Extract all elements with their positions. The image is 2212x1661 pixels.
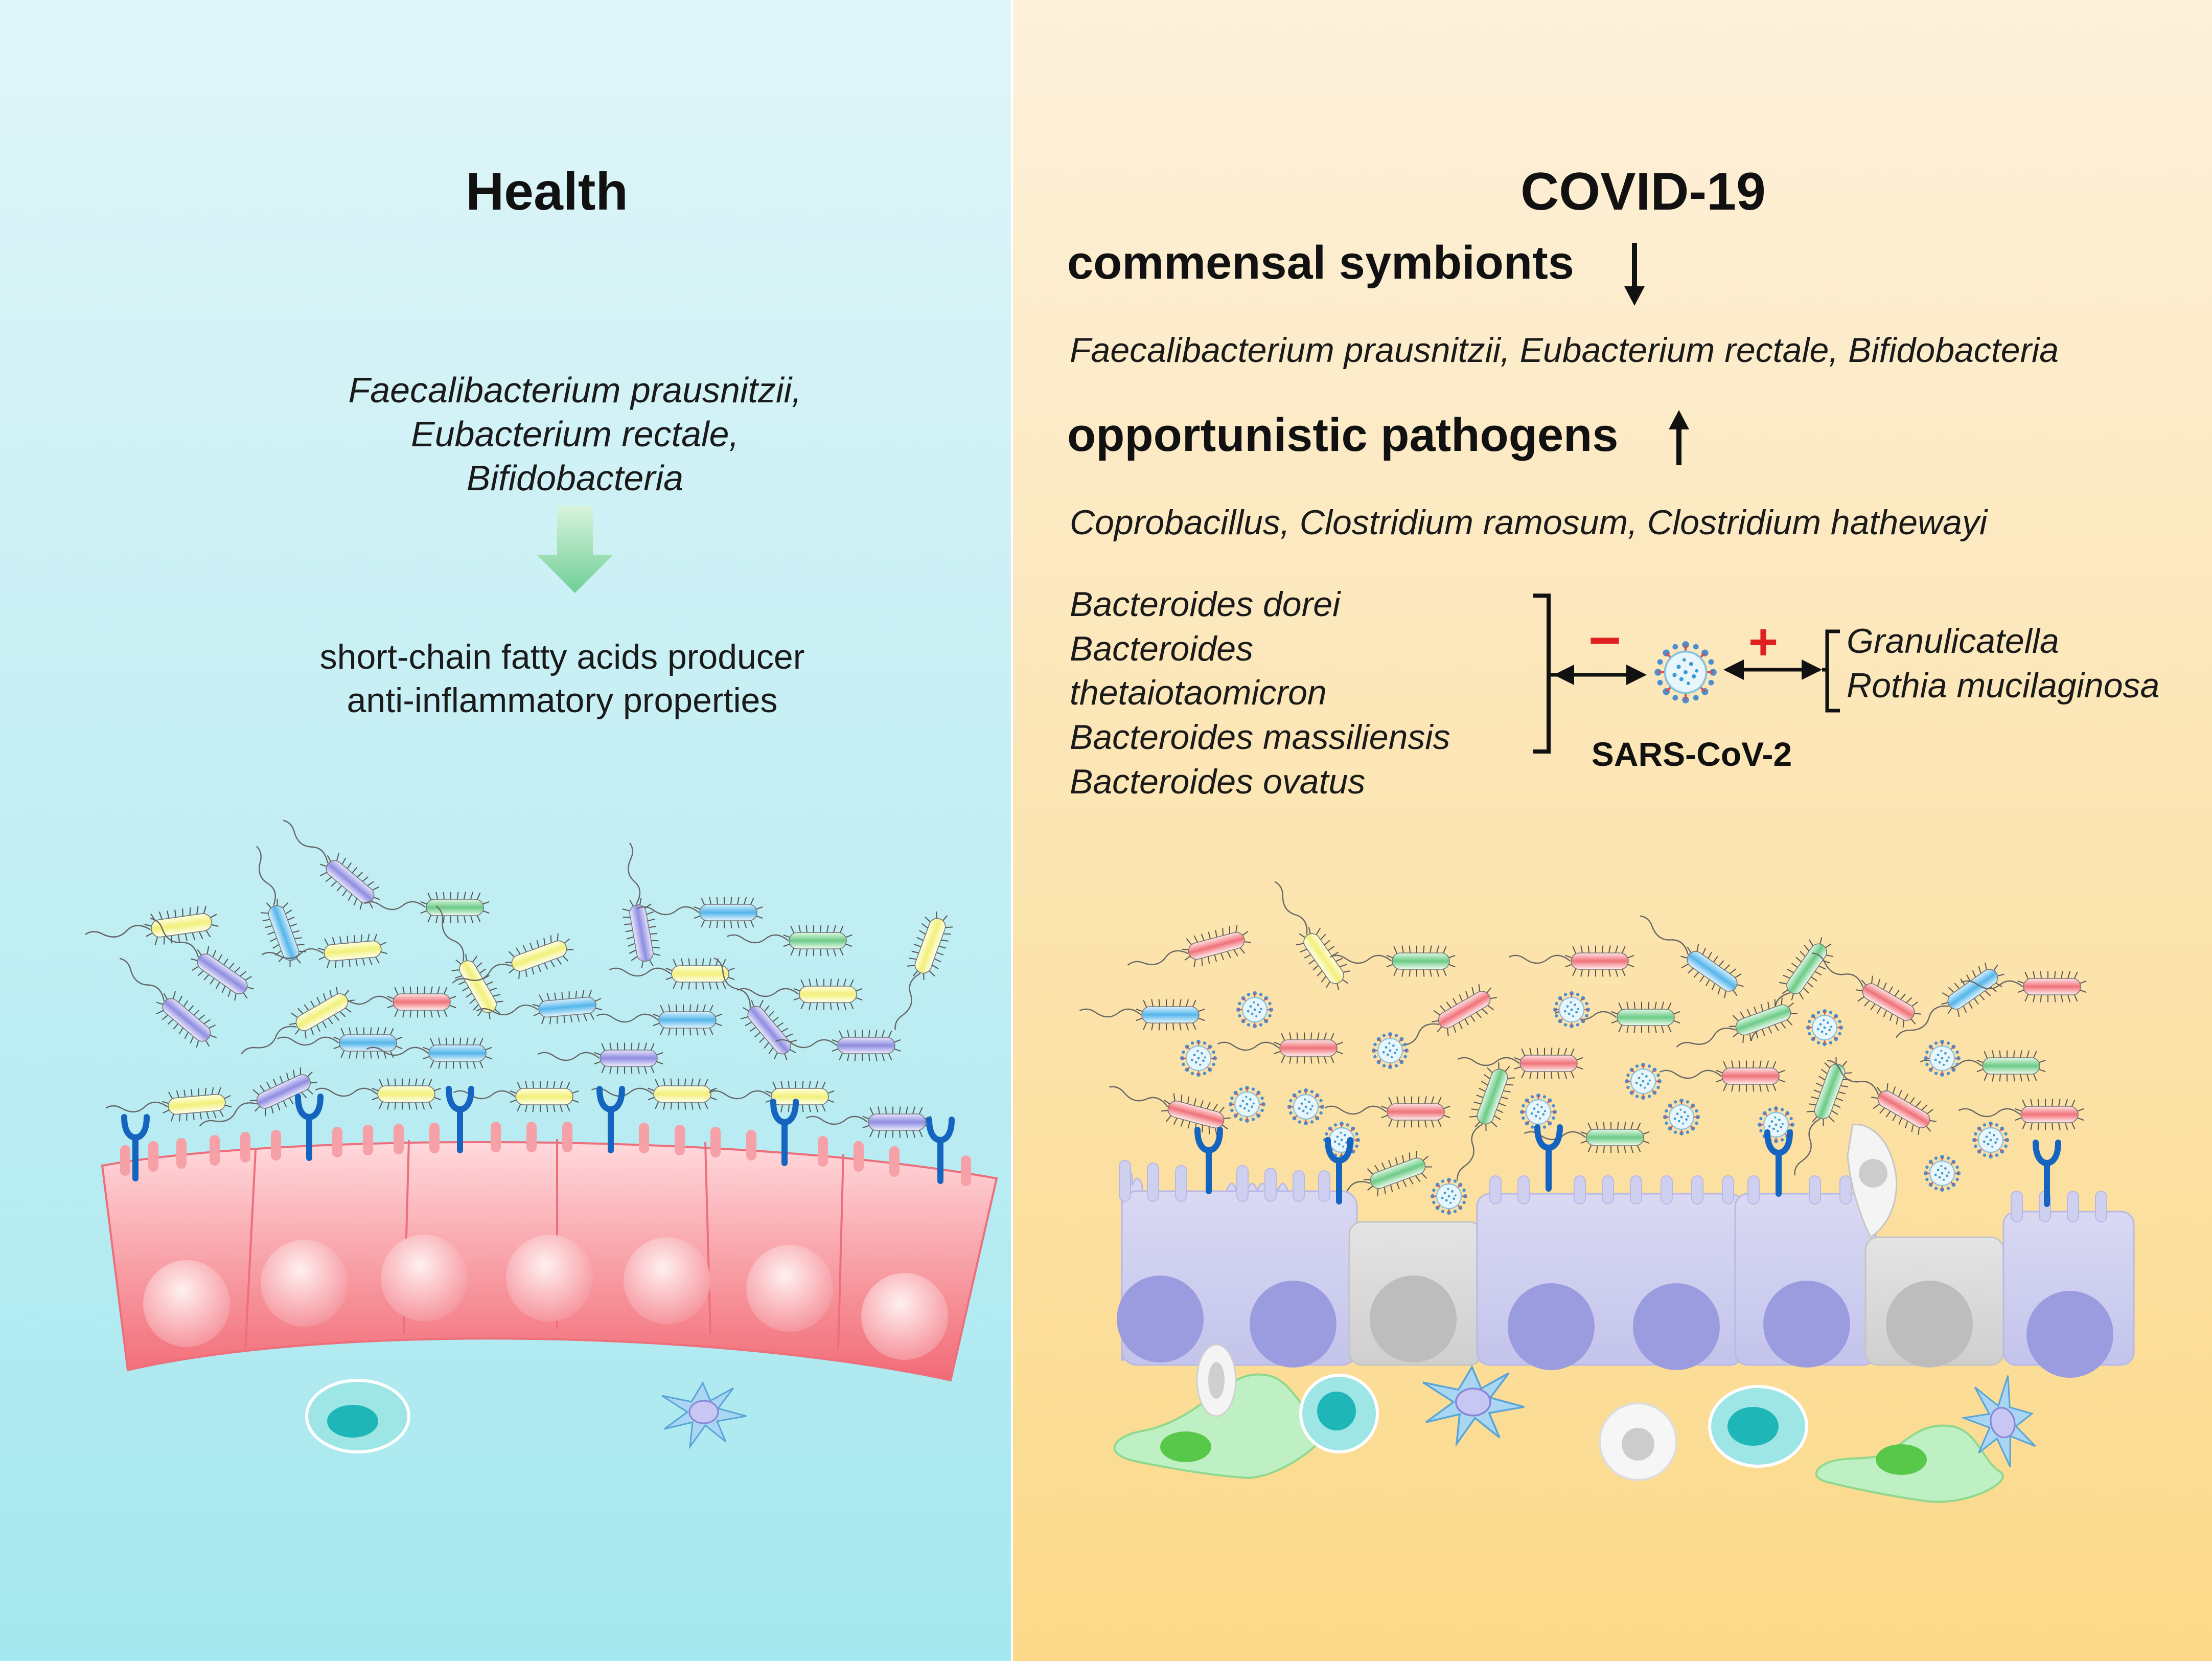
healthy-epithelium — [101, 1089, 998, 1382]
bacteroides-line: Bacteroides dorei — [1070, 585, 1341, 624]
negative-sign: − — [1588, 609, 1621, 672]
bacteroides-line: thetaiotaomicron — [1070, 673, 1327, 712]
bacteroides-line: Bacteroides massiliensis — [1070, 718, 1450, 757]
bacteroides-line: Bacteroides ovatus — [1070, 762, 1365, 801]
positive-species-line: Rothia mucilaginosa — [1847, 666, 2159, 705]
health-species-line: Bifidobacteria — [467, 458, 683, 498]
increase-arrow-icon — [1669, 410, 1689, 465]
health-panel — [0, 0, 1012, 1661]
pathogen-species: Coprobacillus, Clostridium ramosum, Clos… — [1070, 503, 1988, 542]
commensal-heading: commensal symbionts — [1067, 237, 1574, 289]
health-title: Health — [466, 162, 628, 221]
health-species-line: Eubacterium rectale, — [411, 414, 739, 454]
damaged-epithelium — [1117, 1124, 2135, 1378]
sars-cov-2-label: SARS-CoV-2 — [1592, 735, 1792, 773]
positive-sign: + — [1748, 613, 1778, 671]
pathogen-heading: opportunistic pathogens — [1067, 409, 1618, 461]
bacteroides-line: Bacteroides — [1070, 629, 1253, 668]
correlation-diagram: − + SARS-CoV-2 — [1533, 594, 1840, 773]
healthy-immune-cells — [305, 1379, 747, 1453]
negative-correlation-species: Bacteroides dorei Bacteroides thetaiotao… — [1070, 585, 1450, 801]
down-arrow-icon — [537, 506, 613, 593]
health-effect-line: short-chain fatty acids producer — [320, 638, 805, 676]
covid-title: COVID-19 — [1520, 162, 1766, 221]
health-species-list: Faecalibacterium prausnitzii, Eubacteriu… — [348, 370, 801, 498]
health-effect-line: anti-inflammatory properties — [347, 681, 778, 720]
positive-correlation-species: Granulicatella Rothia mucilaginosa — [1847, 622, 2159, 705]
sars-cov-2-virus-icon — [1654, 641, 1717, 703]
inflammatory-immune-cells — [1113, 1344, 2045, 1503]
decrease-arrow-icon — [1624, 243, 1645, 306]
health-species-line: Faecalibacterium prausnitzii, — [348, 370, 801, 410]
health-effects: short-chain fatty acids producer anti-in… — [320, 638, 805, 720]
commensal-species: Faecalibacterium prausnitzii, Eubacteriu… — [1070, 331, 2059, 370]
positive-species-line: Granulicatella — [1847, 622, 2059, 661]
